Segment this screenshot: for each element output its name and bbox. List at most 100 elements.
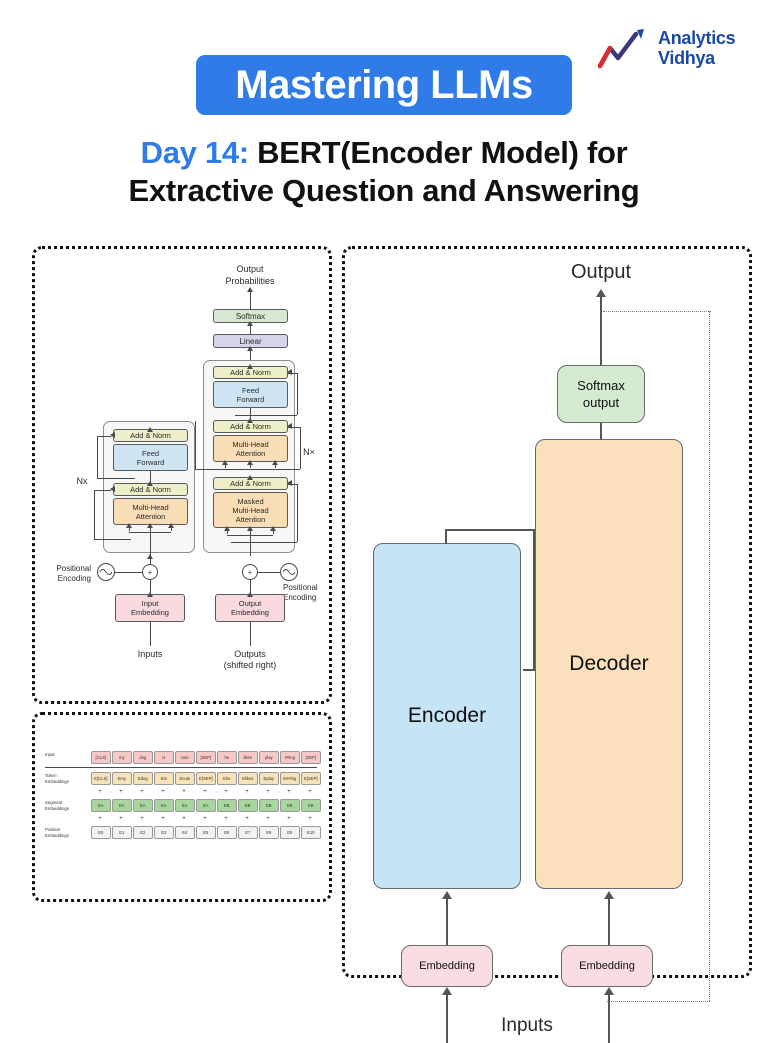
decoder-masked-multi-head-attention: Masked Multi-Head Attention (213, 492, 288, 528)
residual-add-right-icon: + (242, 564, 258, 580)
bert-position-embedding-cell: E3 (154, 826, 174, 839)
bert-input-token-cell: likes (238, 751, 258, 764)
bert-token-embedding-cell: Edog (133, 772, 153, 785)
logo-arrow-icon (597, 29, 644, 69)
bert-plus-sign: + (140, 789, 144, 795)
bert-input-token-cell: he (217, 751, 237, 764)
bert-segment-embedding-cell: EB (238, 799, 258, 812)
bert-position-embedding-cell: E7 (238, 826, 258, 839)
bert-segment-embedding-cell: EA (133, 799, 153, 812)
logo-text-line1: Analytics (658, 28, 736, 48)
pos-enc-sine-left-icon (97, 563, 115, 581)
bert-row-label-line1: Segment (45, 800, 63, 805)
bert-input-token-cell: cute (175, 751, 195, 764)
analytics-vidhya-logo: Analytics Vidhya (596, 26, 756, 84)
bert-position-embedding-cell: E2 (133, 826, 153, 839)
inputs-label: Inputs (137, 649, 163, 659)
bert-input-token-cell: is (154, 751, 174, 764)
bert-segment-embedding-cell: EB (217, 799, 237, 812)
input-embedding-block: Input Embedding (115, 594, 185, 622)
bert-token-embedding-cell: E[SEP] (196, 772, 216, 785)
bert-plus-sign: + (161, 789, 165, 795)
page-subtitle: Day 14: BERT(Encoder Model) for Extracti… (0, 134, 768, 210)
bert-row-label-line2: Embeddings (45, 778, 69, 784)
residual-add-left-icon: + (142, 564, 158, 580)
bert-position-embedding-cell: E8 (259, 826, 279, 839)
bert-input-token-cell: dog (133, 751, 153, 764)
decoder-cross-multi-head-attention: Multi-Head Attention (213, 435, 288, 462)
output-embedding-block: Output Embedding (215, 594, 285, 622)
embedding-block-left: Embedding (401, 945, 493, 987)
bert-row-label-line2: Embeddings (45, 832, 69, 838)
embedding-block-right: Embedding (561, 945, 653, 987)
subtitle-line-2: Extractive Question and Answering (128, 173, 640, 208)
bert-row-label-line1: Input (45, 752, 55, 757)
bert-position-embedding-cell: E5 (196, 826, 216, 839)
subtitle-day-label: Day 14: (140, 135, 249, 170)
bert-plus-sign: + (266, 816, 270, 822)
bert-row-label-line1: Position (45, 827, 61, 832)
encdec-softmax-output-block: Softmax output (557, 365, 645, 423)
bert-plus-sign: + (119, 816, 123, 822)
bert-input-token-cell: [CLS] (91, 751, 111, 764)
bert-position-embedding-cell: E10 (301, 826, 321, 839)
bert-plus-sign: + (203, 789, 207, 795)
bert-token-embedding-cell: Ehe (217, 772, 237, 785)
page-title-banner: Mastering LLMs (196, 55, 572, 115)
feedback-loop-bottom (607, 1001, 710, 1002)
bert-token-embedding-cell: Eplay (259, 772, 279, 785)
bert-plus-sign: + (224, 816, 228, 822)
bert-plus-sign: + (308, 816, 312, 822)
bert-plus-sign: + (224, 789, 228, 795)
bert-token-embedding-cell: E##ing (280, 772, 300, 785)
bert-plus-sign: + (140, 816, 144, 822)
output-probabilities-label: Output Probabilities (225, 264, 275, 286)
bert-token-embedding-cell: Elikes (238, 772, 258, 785)
bert-plus-sign: + (203, 816, 207, 822)
bert-plus-sign: + (161, 816, 165, 822)
panel-transformer-architecture: Output Probabilities Softmax Linear Add … (32, 246, 332, 704)
bert-plus-sign: + (245, 789, 249, 795)
encdec-inputs-label: Inputs (501, 1015, 553, 1036)
bert-segment-embedding-cell: EA (91, 799, 111, 812)
bert-plus-sign: + (266, 789, 270, 795)
encoder-multi-head-attention: Multi-Head Attention (113, 498, 188, 525)
bert-plus-sign: + (287, 789, 291, 795)
bert-plus-sign: + (98, 789, 102, 795)
bert-plus-sign: + (182, 816, 186, 822)
encoder-nx-label: Nx (76, 476, 88, 486)
bert-token-embedding-cell: Ecute (175, 772, 195, 785)
encdec-output-label: Output (570, 261, 632, 283)
positional-encoding-left-label: Positional Encoding (56, 564, 91, 583)
bert-segment-embedding-cell: EA (112, 799, 132, 812)
bert-row-label-line2: Embeddings (45, 805, 69, 811)
bert-position-embedding-cell: E1 (112, 826, 132, 839)
page-title: Mastering LLMs (235, 62, 533, 107)
panel-encoder-decoder: Output Softmax output Decoder Encoder Em… (342, 246, 752, 1043)
bert-plus-sign: + (245, 816, 249, 822)
bert-plus-sign: + (308, 789, 312, 795)
bert-input-token-cell: ##ing (280, 751, 300, 764)
bert-position-embedding-cell: E4 (175, 826, 195, 839)
bert-token-embedding-cell: Eis (154, 772, 174, 785)
bert-row-label-line1: Token (45, 773, 57, 778)
bert-position-embedding-cell: E9 (280, 826, 300, 839)
subtitle-topic: BERT(Encoder Model) for (248, 135, 628, 170)
feedback-loop-right (709, 311, 710, 1001)
bert-row-label: Input (45, 752, 87, 758)
bert-segment-embedding-cell: EB (280, 799, 300, 812)
encoder-block: Encoder (373, 543, 521, 889)
bert-segment-embedding-cell: EA (196, 799, 216, 812)
decoder-feed-forward: Feed Forward (213, 381, 288, 408)
outputs-label: Outputs (shifted right) (223, 649, 277, 670)
bert-token-embedding-cell: Emy (112, 772, 132, 785)
bert-segment-embedding-cell: EA (154, 799, 174, 812)
bert-input-token-cell: my (112, 751, 132, 764)
bert-plus-sign: + (119, 789, 123, 795)
bert-token-embedding-cell: E[SEP] (301, 772, 321, 785)
bert-separator-line (45, 767, 317, 768)
bert-plus-sign: + (182, 789, 186, 795)
